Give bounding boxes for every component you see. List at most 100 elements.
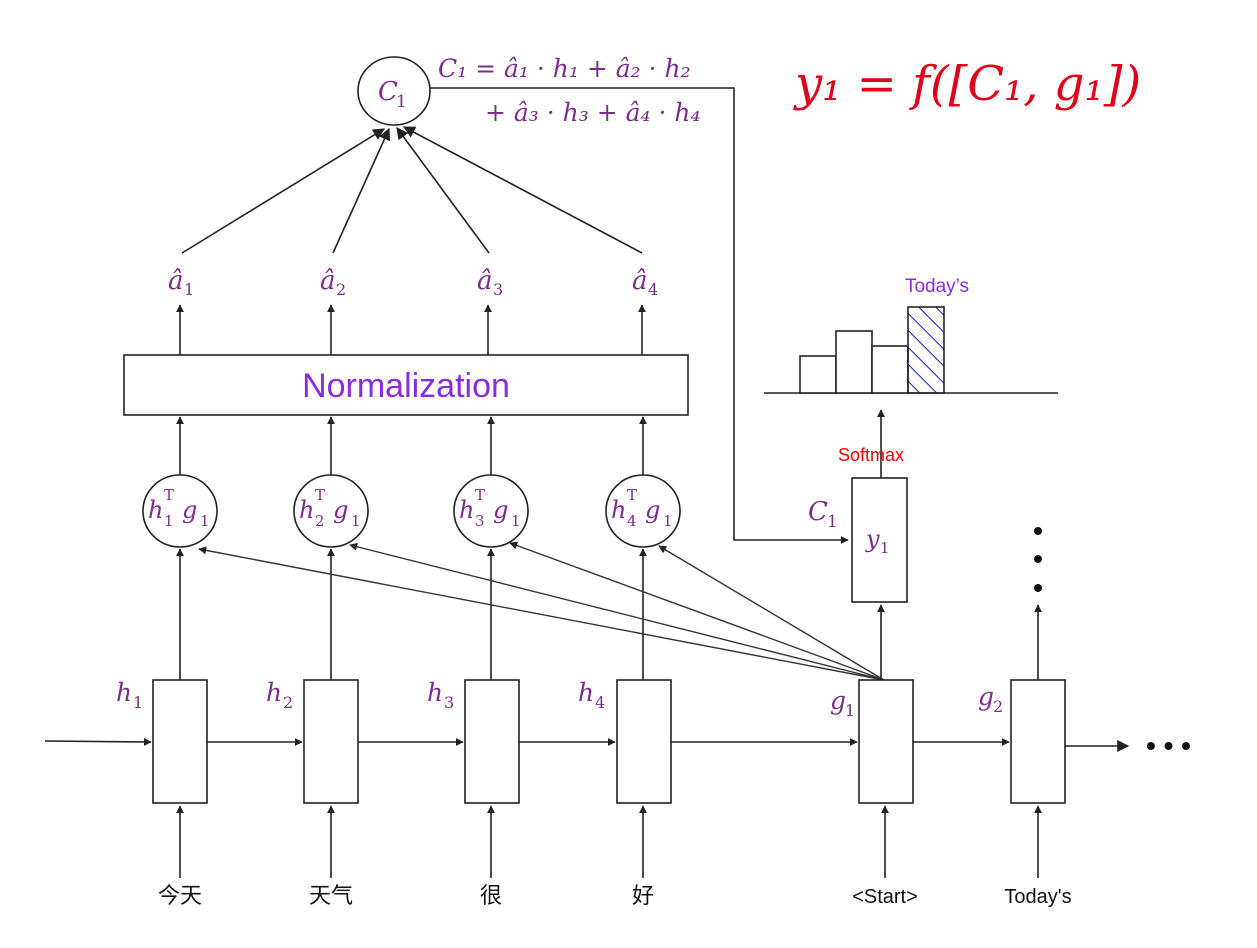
decoder-cell-2: [1010, 679, 1066, 804]
score-node-3: h T 3 g 1: [453, 474, 529, 548]
input-tokens: 今天 天气 很 好 <Start> Today's: [158, 883, 1072, 908]
h1-label: h: [116, 678, 132, 707]
score-4-h: h: [611, 496, 626, 524]
output-distribution: [764, 306, 1058, 394]
input-token-2: 天气: [309, 883, 353, 908]
score-2-h: h: [299, 496, 314, 524]
score-node-2: h T 2 g 1: [293, 474, 369, 548]
weight-label-1: â: [168, 266, 184, 296]
sequence-continuation-ellipsis: • • •: [1146, 730, 1191, 761]
weight-label-3: â: [477, 266, 493, 296]
score-1-gsub: 1: [200, 512, 210, 530]
context-node-label: C: [378, 77, 398, 107]
vertical-ellipsis: [1034, 527, 1042, 592]
g1-label: g: [830, 686, 846, 715]
score-3-sub: 3: [475, 512, 485, 530]
score-4-g: g: [645, 496, 660, 524]
score-1-sup: T: [164, 486, 174, 504]
weights-to-context-arrows: [181, 126, 643, 254]
h3-label: h: [427, 678, 443, 707]
output-y-sub: 1: [880, 539, 890, 557]
input-arrows: [176, 805, 1042, 878]
weight-arrow-4: [402, 126, 643, 254]
score-2-g: g: [333, 496, 348, 524]
weight-arrow-2: [332, 127, 391, 254]
attention-weight-labels: â 1 â 2 â 3 â 4: [168, 266, 658, 299]
score-nodes: h T 1 g 1 h T 2 g 1 h T 3 g 1 h T 4 g: [142, 474, 681, 548]
input-token-start: <Start>: [852, 886, 918, 908]
score-2-gsub: 1: [351, 512, 361, 530]
score-4-gsub: 1: [663, 512, 673, 530]
normalization-output-arrows: [176, 304, 646, 355]
h4-sub: 4: [595, 693, 605, 712]
rnn-cells: [152, 679, 1066, 804]
weight-label-2: â: [320, 266, 336, 296]
encoder-cell-2: [303, 679, 359, 804]
output-y-label: y: [865, 525, 880, 553]
score-node-1: h T 1 g 1: [142, 474, 218, 548]
context-formula-line1: C₁ = â₁ · h₁ + â₂ · h₂: [438, 54, 691, 83]
selected-word-label: Today’s: [905, 276, 969, 297]
score-1-g: g: [182, 496, 197, 524]
context-node-sub: 1: [396, 92, 407, 112]
h2-label: h: [266, 678, 282, 707]
score-3-sup: T: [475, 486, 485, 504]
h3-sub: 3: [444, 693, 454, 712]
distribution-bar: [799, 355, 837, 394]
context-node: C 1: [357, 56, 431, 126]
score-4-sup: T: [627, 486, 637, 504]
input-token-3: 很: [480, 883, 502, 908]
recurrent-arrows: [44, 737, 1130, 752]
g1-sub: 1: [845, 701, 855, 720]
normalization-box: Normalization: [123, 354, 689, 416]
output-context-sub: 1: [827, 512, 838, 532]
context-to-output-arrow: [430, 87, 849, 544]
score-3-g: g: [493, 496, 508, 524]
g1-arrow-to-score-3: [509, 541, 885, 681]
context-formula-line2: + â₃ · h₃ + â₄ · h₄: [485, 98, 701, 127]
weight-label-4: â: [632, 266, 648, 296]
g1-arrow-to-score-4: [658, 545, 885, 681]
distribution-bar: [871, 345, 909, 394]
softmax-label: Softmax: [838, 445, 904, 465]
score-3-h: h: [459, 496, 474, 524]
score-2-sub: 2: [315, 512, 325, 530]
h2-sub: 2: [283, 693, 293, 712]
g1-arrow-to-score-1: [198, 546, 885, 681]
output-formula: y₁ = f([C₁, g₁]): [793, 56, 1141, 112]
output-box: y 1 C 1: [808, 477, 908, 603]
encoder-cell-4: [616, 679, 672, 804]
weight-arrow-1: [181, 128, 386, 254]
score-3-gsub: 1: [511, 512, 521, 530]
score-1-sub: 1: [164, 512, 174, 530]
decoder-cell-1: [858, 679, 914, 804]
weight-arrow-3: [396, 127, 490, 254]
weight-sub-4: 4: [648, 280, 658, 299]
encoder-cell-3: [464, 679, 520, 804]
weight-sub-1: 1: [184, 280, 194, 299]
score-to-normalization-arrows: [176, 416, 647, 476]
g1-arrow-to-score-2: [349, 542, 885, 681]
score-1-h: h: [148, 496, 163, 524]
distribution-bar: [835, 330, 873, 394]
output-context-label: C: [808, 497, 828, 527]
encoder-to-score-arrows: [176, 548, 647, 680]
weight-sub-2: 2: [336, 280, 346, 299]
input-token-todays: Today's: [1004, 886, 1071, 908]
h4-label: h: [578, 678, 594, 707]
input-token-1: 今天: [158, 883, 202, 908]
distribution-bar-selected: [907, 306, 945, 394]
g2-label: g: [978, 682, 994, 711]
h1-sub: 1: [133, 693, 143, 712]
score-4-sub: 4: [627, 512, 637, 530]
score-node-4: h T 4 g 1: [605, 474, 681, 548]
decoder-to-score-arrows: [198, 541, 885, 681]
weight-sub-3: 3: [493, 280, 503, 299]
input-token-4: 好: [632, 883, 654, 908]
hidden-state-labels: h 1 h 2 h 3 h 4 g 1 g 2: [116, 678, 1003, 720]
encoder-cell-1: [152, 679, 208, 804]
normalization-label: Normalization: [302, 367, 510, 405]
g2-sub: 2: [993, 697, 1003, 716]
score-2-sup: T: [315, 486, 325, 504]
